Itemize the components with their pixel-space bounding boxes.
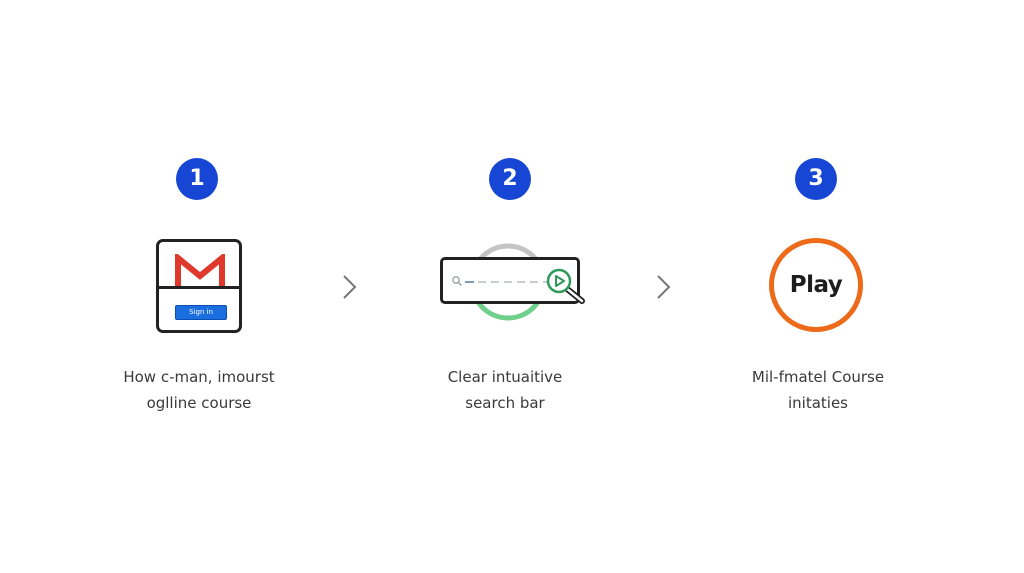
step-1-caption-line-2: oglline course [146, 394, 252, 412]
step-2-caption: Clear intuaitive search bar [385, 364, 625, 416]
sign-in-button[interactable]: Sign in [175, 305, 227, 320]
step-3-caption-line-1: Mil-fmatel Course [751, 368, 885, 386]
step-3-number-badge: 3 [795, 158, 837, 200]
play-label: Play [789, 272, 843, 298]
step-3-caption-line-2: initaties [787, 394, 848, 412]
chevron-right-icon [343, 275, 357, 299]
step-1-caption: How c-man, imourst oglline course [79, 364, 319, 416]
chevron-right-icon [657, 275, 671, 299]
card-divider [159, 286, 239, 289]
mail-m-logo-icon [175, 254, 225, 288]
play-magnifier-icon [546, 268, 585, 304]
mail-signin-card-icon: Sign in [156, 239, 242, 333]
search-placeholder-dashes [465, 281, 547, 283]
step-3-caption: Mil-fmatel Course initaties [698, 364, 938, 416]
step-1-number-badge: 1 [176, 158, 218, 200]
search-cursor [465, 281, 474, 283]
step-2-number-badge: 2 [489, 158, 531, 200]
play-circle-icon[interactable]: Play [769, 238, 863, 332]
search-icon [452, 276, 462, 286]
step-2-caption-line-1: Clear intuaitive [447, 368, 563, 386]
step-2-caption-line-2: search bar [465, 394, 545, 412]
step-1-caption-line-1: How c-man, imourst [123, 368, 275, 386]
